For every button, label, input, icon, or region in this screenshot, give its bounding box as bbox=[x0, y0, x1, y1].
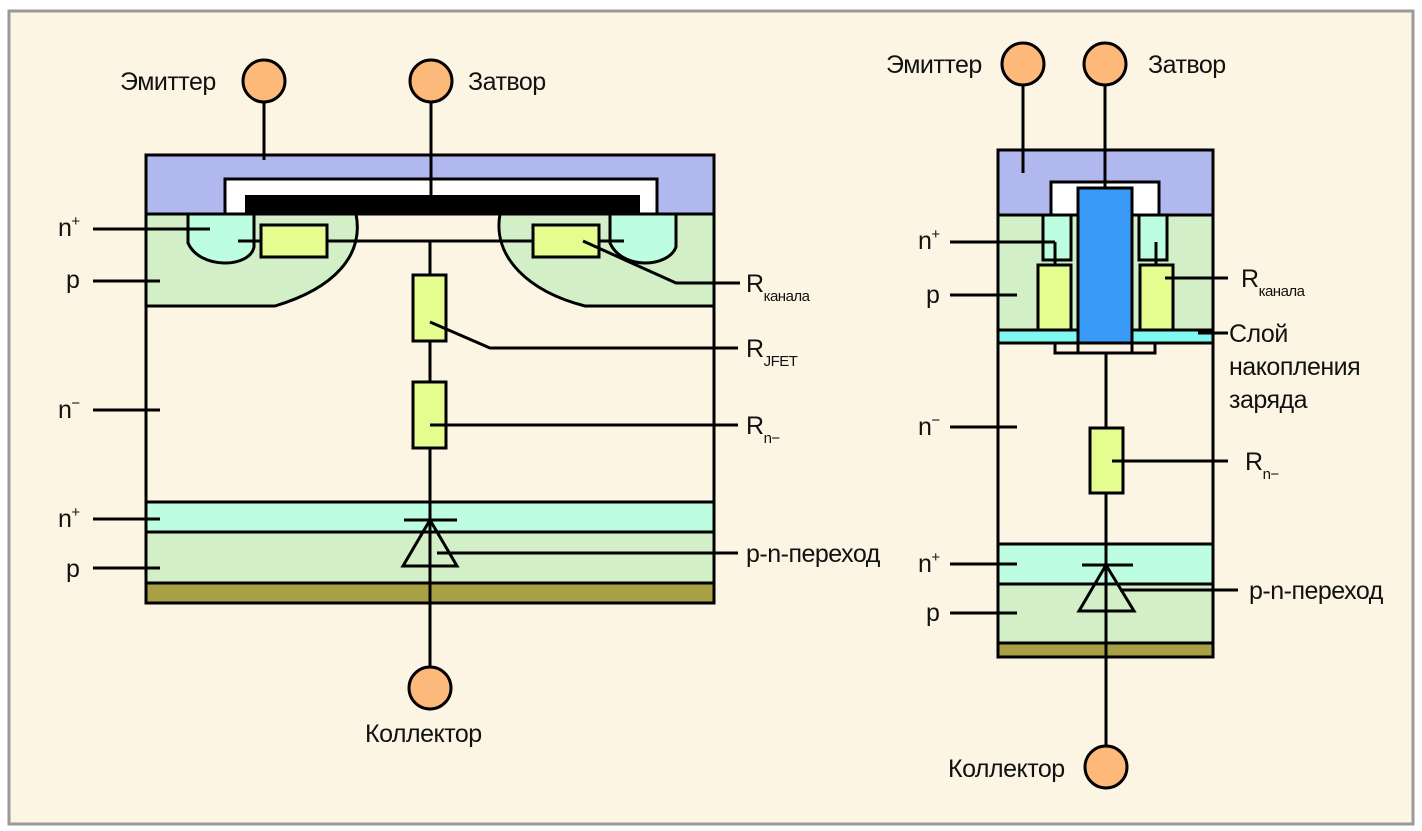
pointer bbox=[582, 239, 740, 285]
planar-n-plus-buffer-label: n+ bbox=[58, 504, 80, 533]
trench-r-n-label: Rn− bbox=[1245, 448, 1279, 483]
planar-gate-label: Затвор bbox=[468, 68, 546, 96]
planar-p-label: p bbox=[66, 266, 79, 294]
trench-collector-terminal bbox=[1083, 744, 1129, 790]
planar-r-jfet bbox=[411, 273, 448, 343]
planar-igbt: Эмиттер Затвор Коллектор n+ p n− n+ p Rк… bbox=[58, 58, 881, 748]
trench-collector-label: Коллектор bbox=[948, 755, 1065, 783]
trench-diode-icon bbox=[1076, 562, 1137, 613]
trench-r-channel-label: Rканала bbox=[1241, 265, 1306, 300]
trench-accumulation-label-2: накопления bbox=[1229, 353, 1360, 381]
planar-emitter-label: Эмиттер bbox=[120, 68, 216, 96]
trench-accumulation-label-3: заряда bbox=[1229, 386, 1308, 414]
planar-r-channel-right bbox=[531, 223, 601, 259]
trench-r-channel-right bbox=[1138, 263, 1175, 332]
trench-n-plus-label: n+ bbox=[918, 226, 940, 255]
planar-p-collector-label: p bbox=[66, 555, 79, 583]
planar-collector-terminal bbox=[407, 665, 453, 711]
trench-emitter-terminal bbox=[1000, 41, 1046, 87]
trench-igbt: Эмиттер Затвор Коллектор n+ p n− n+ p Rк… bbox=[886, 41, 1384, 790]
planar-r-channel-left bbox=[259, 223, 329, 259]
planar-pn-junction-label: p-n-переход bbox=[746, 540, 881, 568]
trench-gate-terminal bbox=[1082, 41, 1128, 87]
trench-p-collector-label: p bbox=[926, 599, 939, 627]
trench-n-plus-buffer-label: n+ bbox=[918, 549, 940, 578]
trench-n-plus-right bbox=[1137, 213, 1169, 262]
planar-gate-electrode bbox=[245, 195, 640, 214]
trench-gate-electrode bbox=[1076, 186, 1134, 345]
planar-diode-icon bbox=[400, 517, 460, 568]
trench-p-label: p bbox=[926, 281, 939, 309]
planar-r-n-minus bbox=[411, 380, 448, 450]
planar-emitter-terminal bbox=[241, 58, 287, 104]
trench-n-plus-left bbox=[1041, 213, 1073, 262]
planar-r-channel-label: Rканала bbox=[746, 270, 811, 305]
planar-n-plus-right bbox=[608, 212, 678, 265]
trench-pn-junction-label: p-n-переход bbox=[1249, 577, 1384, 605]
trench-gate-label: Затвор bbox=[1148, 51, 1226, 79]
planar-n-plus-left bbox=[186, 212, 256, 265]
pointer bbox=[429, 320, 738, 350]
planar-collector-label: Коллектор bbox=[365, 720, 482, 748]
trench-n-minus-label: n− bbox=[918, 412, 940, 441]
planar-n-plus-label: n+ bbox=[58, 213, 80, 242]
trench-r-channel-left bbox=[1036, 263, 1073, 332]
planar-r-jfet-label: RJFET bbox=[746, 335, 798, 370]
trench-emitter-label: Эмиттер bbox=[886, 51, 982, 79]
planar-gate-terminal bbox=[408, 58, 454, 104]
planar-r-n-label: Rn− bbox=[746, 412, 780, 447]
trench-accumulation-label-1: Слой bbox=[1229, 320, 1288, 348]
planar-n-minus-label: n− bbox=[58, 395, 80, 424]
